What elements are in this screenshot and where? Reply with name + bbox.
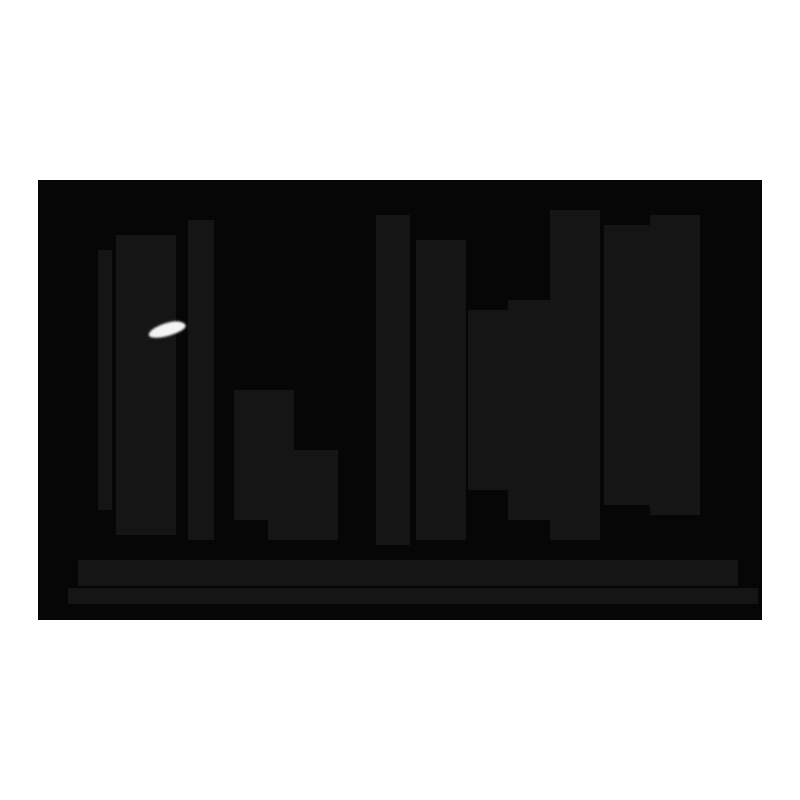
faint-structure-0 [98, 250, 112, 510]
faint-structure-6 [416, 240, 466, 540]
faint-structure-4 [268, 450, 338, 540]
faint-structure-8 [508, 300, 554, 520]
faint-structure-1 [116, 235, 176, 535]
faint-structure-12 [78, 560, 738, 586]
faint-structure-11 [650, 215, 700, 515]
dark-diagram-panel [38, 180, 762, 620]
faint-structure-13 [68, 588, 758, 604]
faint-structure-2 [188, 220, 214, 540]
faint-structure-10 [604, 225, 650, 505]
faint-structure-5 [376, 215, 410, 545]
faint-structure-9 [550, 210, 600, 540]
